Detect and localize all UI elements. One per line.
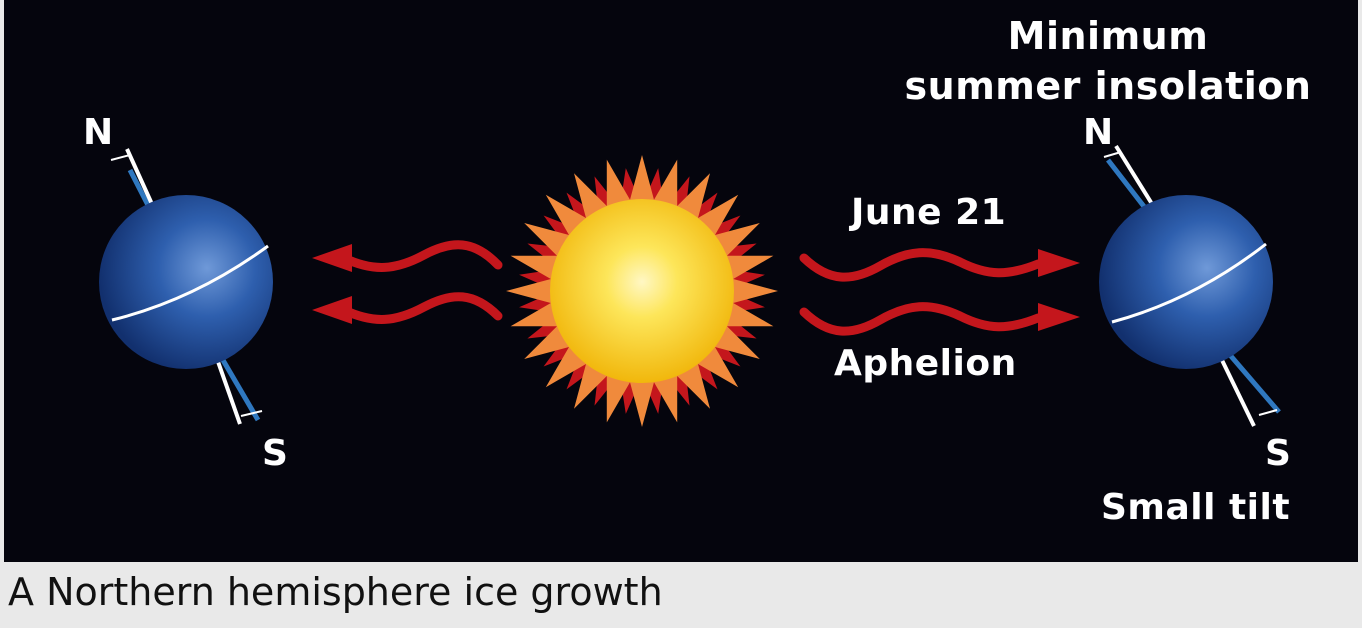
figure-caption: A Northern hemisphere ice growth [8,570,663,614]
right-tilt-angle-marker-bottom [1258,409,1278,416]
title-line-2: summer insolation [904,64,1312,108]
left-spin-axis-bottom [214,355,242,425]
sun [506,155,778,427]
left-wave-arrow-lower [339,292,503,324]
caption-bar [0,562,1362,628]
left-planet-sphere [99,195,273,369]
right-tilt-angle-marker-top [1103,151,1122,158]
right-planet [1099,144,1281,427]
left-south-pole-label: S [262,433,289,474]
radiation-arrows [312,240,1080,336]
insolation-diagram [99,144,1281,427]
right-wave-arrow-lower [799,302,1043,336]
left-north-pole-label: N [83,112,114,153]
sun-disc [550,199,734,383]
tilt-label: Small tilt [1101,487,1291,528]
date-label: June 21 [851,192,1007,233]
right-arrowhead-lower [1038,303,1080,331]
right-planet-sphere [1099,195,1273,369]
left-arrowhead-upper [312,244,352,272]
left-planet [99,148,273,425]
right-south-pole-label: S [1265,433,1292,474]
right-spin-axis-top [1114,144,1159,214]
right-spin-axis-bottom [1218,355,1256,427]
right-equator [1111,242,1267,324]
left-wave-arrow-upper [339,240,503,272]
right-tilt-axis-top [1106,158,1151,215]
right-north-pole-label: N [1083,112,1114,153]
orbit-position-label: Aphelion [834,343,1017,384]
right-arrowhead-upper [1038,249,1080,277]
left-tilt-axis-bottom [217,353,261,422]
left-arrowhead-lower [312,296,352,324]
left-equator [111,244,269,322]
title-line-1: Minimum [1007,14,1209,58]
right-tilt-axis-bottom [1228,353,1281,414]
right-wave-arrow-upper [799,248,1043,282]
left-tilt-angle-marker-bottom [240,410,263,417]
left-tilt-angle-marker-top [110,154,131,161]
